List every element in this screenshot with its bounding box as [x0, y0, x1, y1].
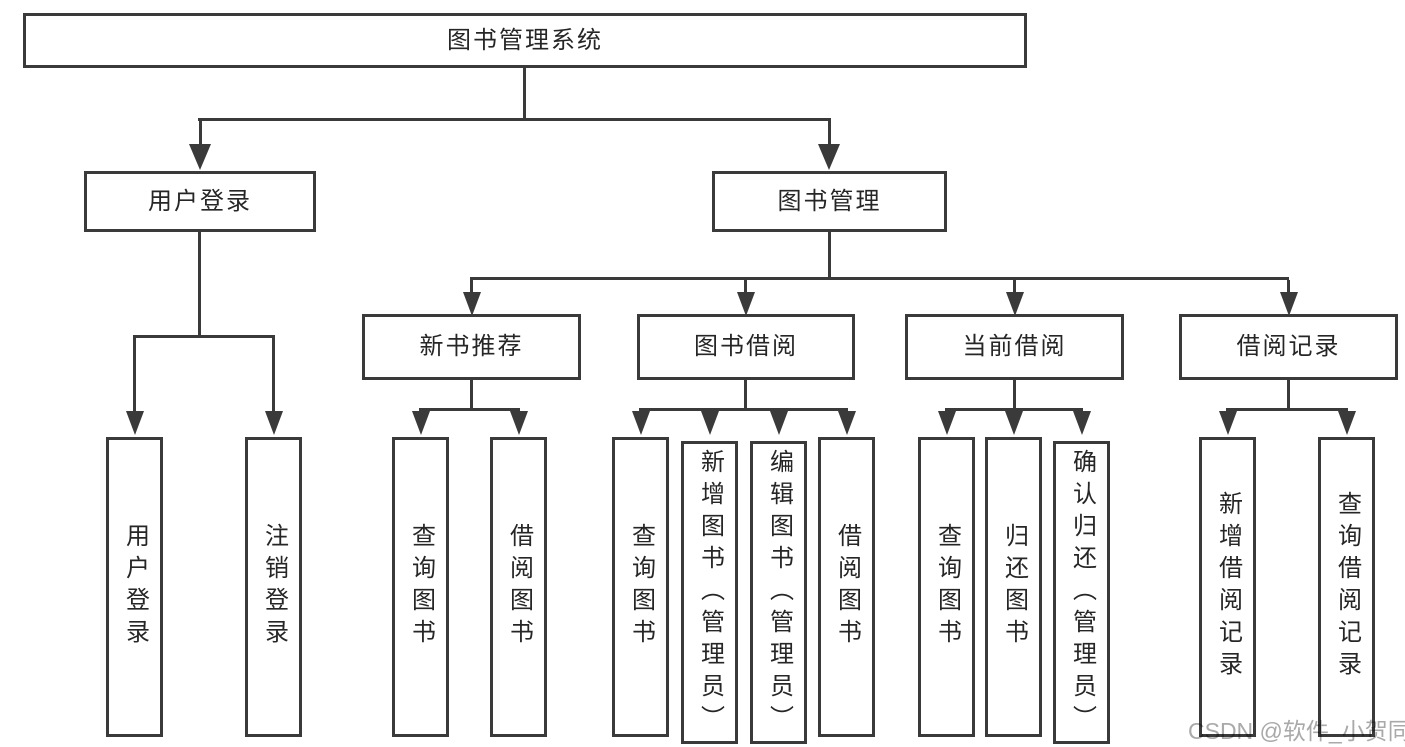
node-book-borrowing: 图书借阅 [637, 314, 855, 380]
leaf-add-borrow-record-label: 新增借阅记录 [1214, 491, 1242, 683]
arrow-down-icon [265, 411, 283, 435]
arrow-down-icon [1280, 292, 1298, 316]
arrow-down-icon [463, 292, 481, 316]
connector-line [419, 408, 520, 411]
arrow-down-icon [1338, 411, 1356, 435]
leaf-query-borrow-record-label: 查询借阅记录 [1333, 491, 1361, 683]
connector-line [744, 380, 747, 411]
node-library-system-label: 图书管理系统 [447, 26, 603, 54]
arrow-down-icon [412, 411, 430, 435]
leaf-query-borrow-record: 查询借阅记录 [1318, 437, 1375, 737]
connector-line [639, 408, 848, 411]
node-book-management: 图书管理 [712, 171, 947, 232]
leaf-borrow-books-borrowing: 借阅图书 [818, 437, 875, 737]
leaf-query-books-current: 查询图书 [918, 437, 975, 737]
connector-line [1287, 280, 1290, 294]
arrow-down-icon [818, 144, 840, 170]
node-book-management-label: 图书管理 [777, 187, 882, 215]
leaf-logout-login: 注销登录 [245, 437, 302, 737]
leaf-confirm-return-admin: 确认归还（管理员） [1053, 441, 1110, 744]
leaf-add-books-admin: 新增图书（管理员） [681, 441, 738, 744]
leaf-return-books: 归还图书 [985, 437, 1042, 737]
arrow-down-icon [126, 411, 144, 435]
arrow-down-icon [1006, 292, 1024, 316]
node-new-book-recommendation: 新书推荐 [362, 314, 581, 380]
leaf-edit-books-admin: 编辑图书（管理员） [750, 441, 807, 744]
leaf-query-books-borrowing-label: 查询图书 [627, 523, 655, 651]
node-library-system: 图书管理系统 [23, 13, 1027, 68]
node-borrowing-records-label: 借阅记录 [1236, 333, 1341, 360]
connector-line [198, 232, 201, 338]
connector-line [828, 232, 831, 280]
arrow-down-icon [1219, 411, 1237, 435]
arrow-down-icon [737, 292, 755, 316]
connector-line [523, 68, 526, 121]
arrow-down-icon [510, 411, 528, 435]
arrow-down-icon [1073, 411, 1091, 435]
arrow-down-icon [1005, 411, 1023, 435]
leaf-user-login-label: 用户登录 [121, 523, 149, 651]
arrow-down-icon [189, 144, 211, 170]
connector-line [272, 338, 275, 413]
arrow-down-icon [770, 411, 788, 435]
connector-line [744, 280, 747, 294]
leaf-query-books-current-label: 查询图书 [933, 523, 961, 651]
node-book-borrowing-label: 图书借阅 [694, 333, 798, 360]
connector-line [470, 380, 473, 411]
leaf-borrow-books-borrowing-label: 借阅图书 [833, 523, 861, 651]
leaf-edit-books-admin-label: 编辑图书（管理员） [765, 448, 793, 737]
connector-line [945, 408, 1083, 411]
connector-line [133, 338, 136, 413]
leaf-logout-login-label: 注销登录 [260, 523, 288, 651]
connector-line [470, 277, 1289, 280]
node-current-borrowing: 当前借阅 [905, 314, 1124, 380]
leaf-query-books-recommend: 查询图书 [392, 437, 449, 737]
leaf-query-books-recommend-label: 查询图书 [407, 523, 435, 651]
arrow-down-icon [701, 411, 719, 435]
leaf-borrow-books-recommend: 借阅图书 [490, 437, 547, 737]
connector-line [199, 121, 202, 146]
connector-line [470, 280, 473, 294]
connector-line [198, 118, 831, 121]
csdn-watermark: CSDN @软件_小贺同学 [1188, 718, 1405, 744]
leaf-add-books-admin-label: 新增图书（管理员） [696, 448, 724, 737]
node-user-login: 用户登录 [84, 171, 316, 232]
leaf-query-books-borrowing: 查询图书 [612, 437, 669, 737]
connector-line [1013, 280, 1016, 294]
connector-line [1287, 380, 1290, 411]
leaf-add-borrow-record: 新增借阅记录 [1199, 437, 1256, 737]
node-user-login-label: 用户登录 [148, 187, 252, 215]
connector-line [1226, 408, 1348, 411]
arrow-down-icon [938, 411, 956, 435]
node-current-borrowing-label: 当前借阅 [962, 333, 1067, 360]
connector-line [133, 335, 275, 338]
leaf-confirm-return-admin-label: 确认归还（管理员） [1068, 448, 1096, 737]
arrow-down-icon [632, 411, 650, 435]
leaf-borrow-books-recommend-label: 借阅图书 [505, 523, 533, 651]
leaf-return-books-label: 归还图书 [1000, 523, 1028, 651]
node-new-book-recommendation-label: 新书推荐 [419, 333, 524, 360]
node-borrowing-records: 借阅记录 [1179, 314, 1398, 380]
connector-line [1013, 380, 1016, 411]
connector-line [828, 121, 831, 146]
arrow-down-icon [838, 411, 856, 435]
leaf-user-login: 用户登录 [106, 437, 163, 737]
